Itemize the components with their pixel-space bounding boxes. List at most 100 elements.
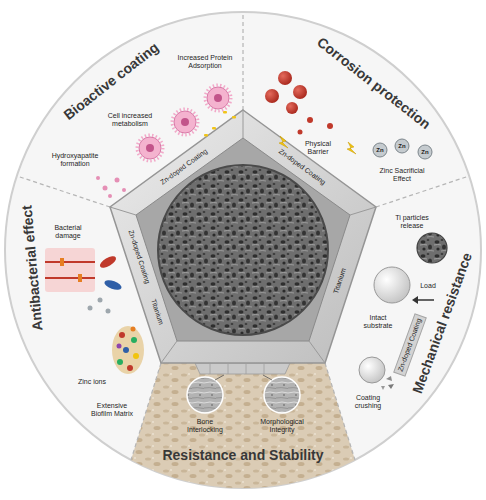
bone-image	[263, 375, 272, 380]
annotation-label: Morphological Integrity	[257, 418, 307, 434]
hydroxyapatite	[96, 176, 100, 180]
pentagon-implant	[350, 207, 376, 215]
zinc-ion	[373, 143, 387, 157]
annotation-label: Zinc ions	[78, 378, 106, 386]
sector-title: Corrosion protection	[313, 33, 434, 133]
sector-heading: Antibacterial effect	[18, 205, 45, 332]
sector-title: Antibacterial effect	[18, 204, 45, 333]
bacterium	[103, 278, 123, 292]
annotation-label: Coating crushing	[348, 394, 388, 410]
pentagon-implant	[161, 341, 177, 363]
annotation-label: Zn	[398, 143, 405, 150]
annotation-label: Cell increased metabolism	[104, 112, 156, 128]
cell	[205, 85, 231, 111]
mechanical-illustration	[417, 233, 447, 263]
pentagon-implant	[309, 341, 325, 363]
biofilm	[131, 327, 136, 332]
corrosion-particle	[307, 117, 313, 123]
bacterium	[98, 254, 118, 270]
pentagon-implant	[243, 110, 244, 138]
corrosion-particle	[298, 130, 303, 135]
sector-title: Bioactive coating	[60, 38, 163, 123]
zinc-ion	[418, 145, 432, 159]
cell	[139, 137, 161, 159]
biofilm	[112, 326, 144, 374]
pentagon-implant	[136, 138, 350, 341]
bacterial-membrane	[45, 261, 95, 263]
sector-heading: Corrosion protection	[314, 34, 434, 132]
bone-region	[131, 363, 355, 488]
cell	[146, 144, 154, 152]
hydroxyapatite	[115, 178, 120, 183]
corrosion-particle	[293, 85, 307, 99]
biofilm	[119, 332, 125, 338]
bone-image	[264, 377, 300, 413]
background-circle	[5, 12, 481, 488]
sector-heading: Bioactive coating	[60, 39, 161, 123]
bacterial-membrane	[78, 274, 82, 282]
implant-slab	[210, 364, 211, 374]
bacterial-membrane	[45, 248, 95, 292]
bacterial-membrane	[45, 277, 95, 279]
annotation-label: Titanium	[332, 267, 348, 295]
cell	[181, 118, 189, 126]
implant-slab	[246, 364, 247, 374]
bacterium	[88, 306, 93, 311]
pentagon-implant	[110, 207, 136, 215]
biofilm	[131, 337, 137, 343]
protein	[204, 111, 236, 137]
bone-image	[187, 375, 300, 413]
protein	[232, 116, 236, 119]
bone-image	[187, 377, 223, 413]
implant-slab	[195, 363, 290, 374]
sector-heading: Resistance and Stability	[162, 447, 323, 463]
mechanical-illustration	[359, 357, 385, 383]
annotation-label: Physical Barrier	[298, 140, 338, 156]
protein	[204, 134, 208, 137]
protein	[223, 111, 227, 114]
zinc-ion	[373, 139, 432, 159]
annotation-label: Increased Protein Adsorption	[175, 54, 235, 70]
implant-slab	[264, 364, 265, 374]
annotation-label: Load	[420, 282, 436, 290]
corrosion-particle	[286, 102, 298, 114]
sector-divider	[17, 12, 469, 460]
background-circle	[5, 12, 481, 488]
mechanical-illustration	[412, 296, 418, 304]
annotation-label: Zn-doped Coating	[159, 147, 209, 186]
bacterial-membrane	[45, 248, 95, 292]
mechanical-illustration	[388, 384, 394, 389]
mechanical-illustration	[418, 299, 434, 301]
sem-image	[158, 165, 328, 335]
hydroxyapatite	[103, 186, 108, 191]
biofilm	[127, 365, 133, 371]
sector-divider	[376, 176, 469, 207]
biofilm	[112, 326, 144, 374]
cell	[174, 111, 196, 133]
biofilm	[117, 359, 123, 365]
sector-divider	[242, 12, 243, 110]
annotation-label: Extensive Biofilm Matrix	[88, 402, 136, 418]
bacterium	[106, 309, 111, 314]
annotation-label: Zn-doped Coating	[127, 229, 152, 285]
cell	[137, 85, 231, 161]
annotation-label: Zn	[421, 149, 428, 156]
sem-image	[158, 165, 328, 335]
pentagon-implant	[110, 110, 376, 363]
sector-divider	[325, 363, 355, 460]
sector-divider	[131, 363, 161, 460]
hydroxyapatite	[108, 194, 112, 198]
annotation-label: Ti particles release	[390, 214, 435, 230]
annotation-label: Zn	[376, 147, 383, 154]
cell	[207, 87, 229, 109]
mechanical-illustration	[386, 376, 392, 381]
implant-slab	[228, 364, 229, 374]
sector-title: Resistance and Stability	[161, 447, 324, 463]
protein	[212, 127, 216, 130]
mechanical-illustration	[374, 267, 410, 303]
bacterial-membrane	[60, 258, 64, 266]
biofilm	[123, 347, 129, 353]
corrosion-particle	[265, 71, 333, 135]
